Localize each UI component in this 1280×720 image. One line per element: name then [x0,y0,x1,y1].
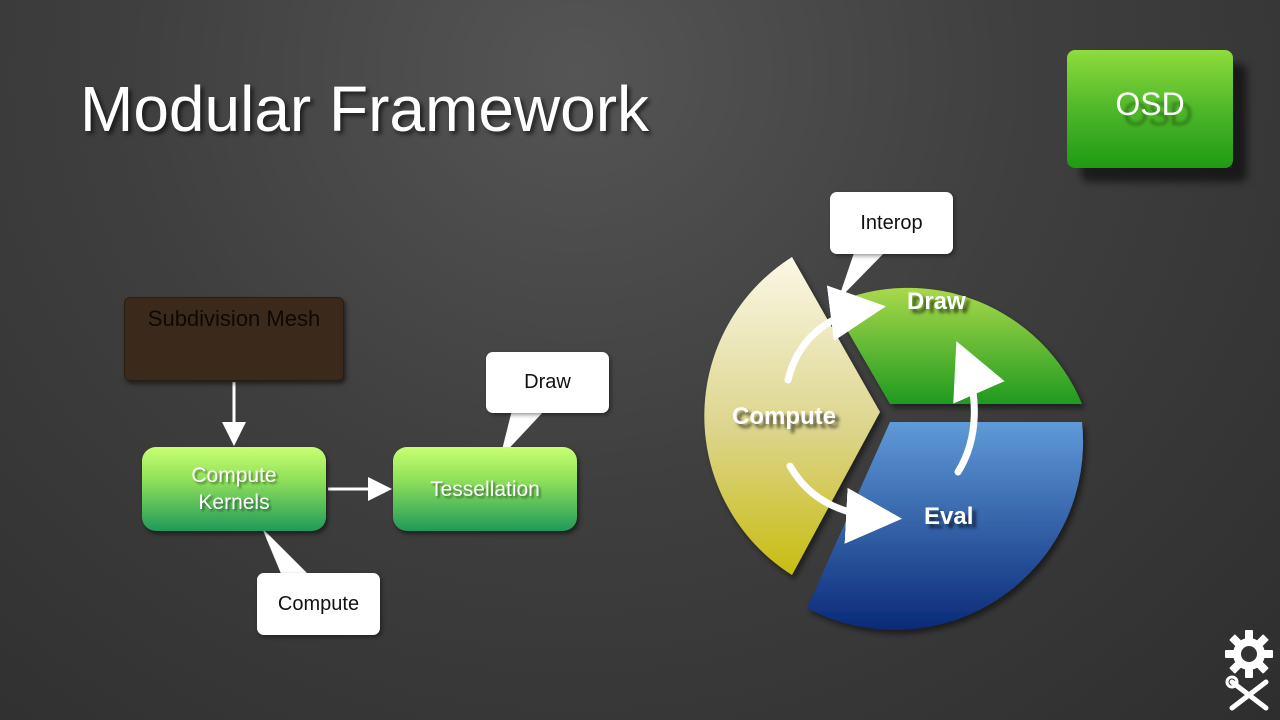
callout-compute-label: Compute [277,592,360,615]
osd-badge: OSD [1067,50,1233,168]
flow-arrows [222,382,392,501]
subdivision-mesh-label: Subdivision Mesh [147,306,321,331]
subdivision-mesh-box: Subdivision Mesh [124,297,344,381]
callout-draw-tail [500,410,545,458]
pie-segment-eval [807,422,1084,630]
compute-kernels-box: Compute Kernels [142,447,326,531]
tessellation-box: Tessellation [393,447,577,531]
cycle-arrows [784,285,1005,544]
callout-interop: Interop [830,192,953,254]
callout-compute: Compute [257,573,380,635]
tessellation-label: Tessellation [430,477,540,501]
osd-badge-label: OSD [1115,85,1185,122]
pie-label-draw: Draw [907,288,966,315]
gear-tools-icon [1225,630,1273,711]
callout-draw: Draw [486,352,609,413]
compute-kernels-line1: Compute [191,464,277,487]
pie-label-compute: Compute [732,403,836,430]
cycle-pie [704,257,1084,630]
pie-label-eval: Eval [924,503,974,530]
compute-kernels-line2: Kernels [198,491,270,514]
callout-compute-tail [262,528,310,576]
callout-interop-label: Interop [860,211,923,234]
callout-draw-label: Draw [524,371,571,393]
slide-title: Modular Framework [80,73,650,145]
